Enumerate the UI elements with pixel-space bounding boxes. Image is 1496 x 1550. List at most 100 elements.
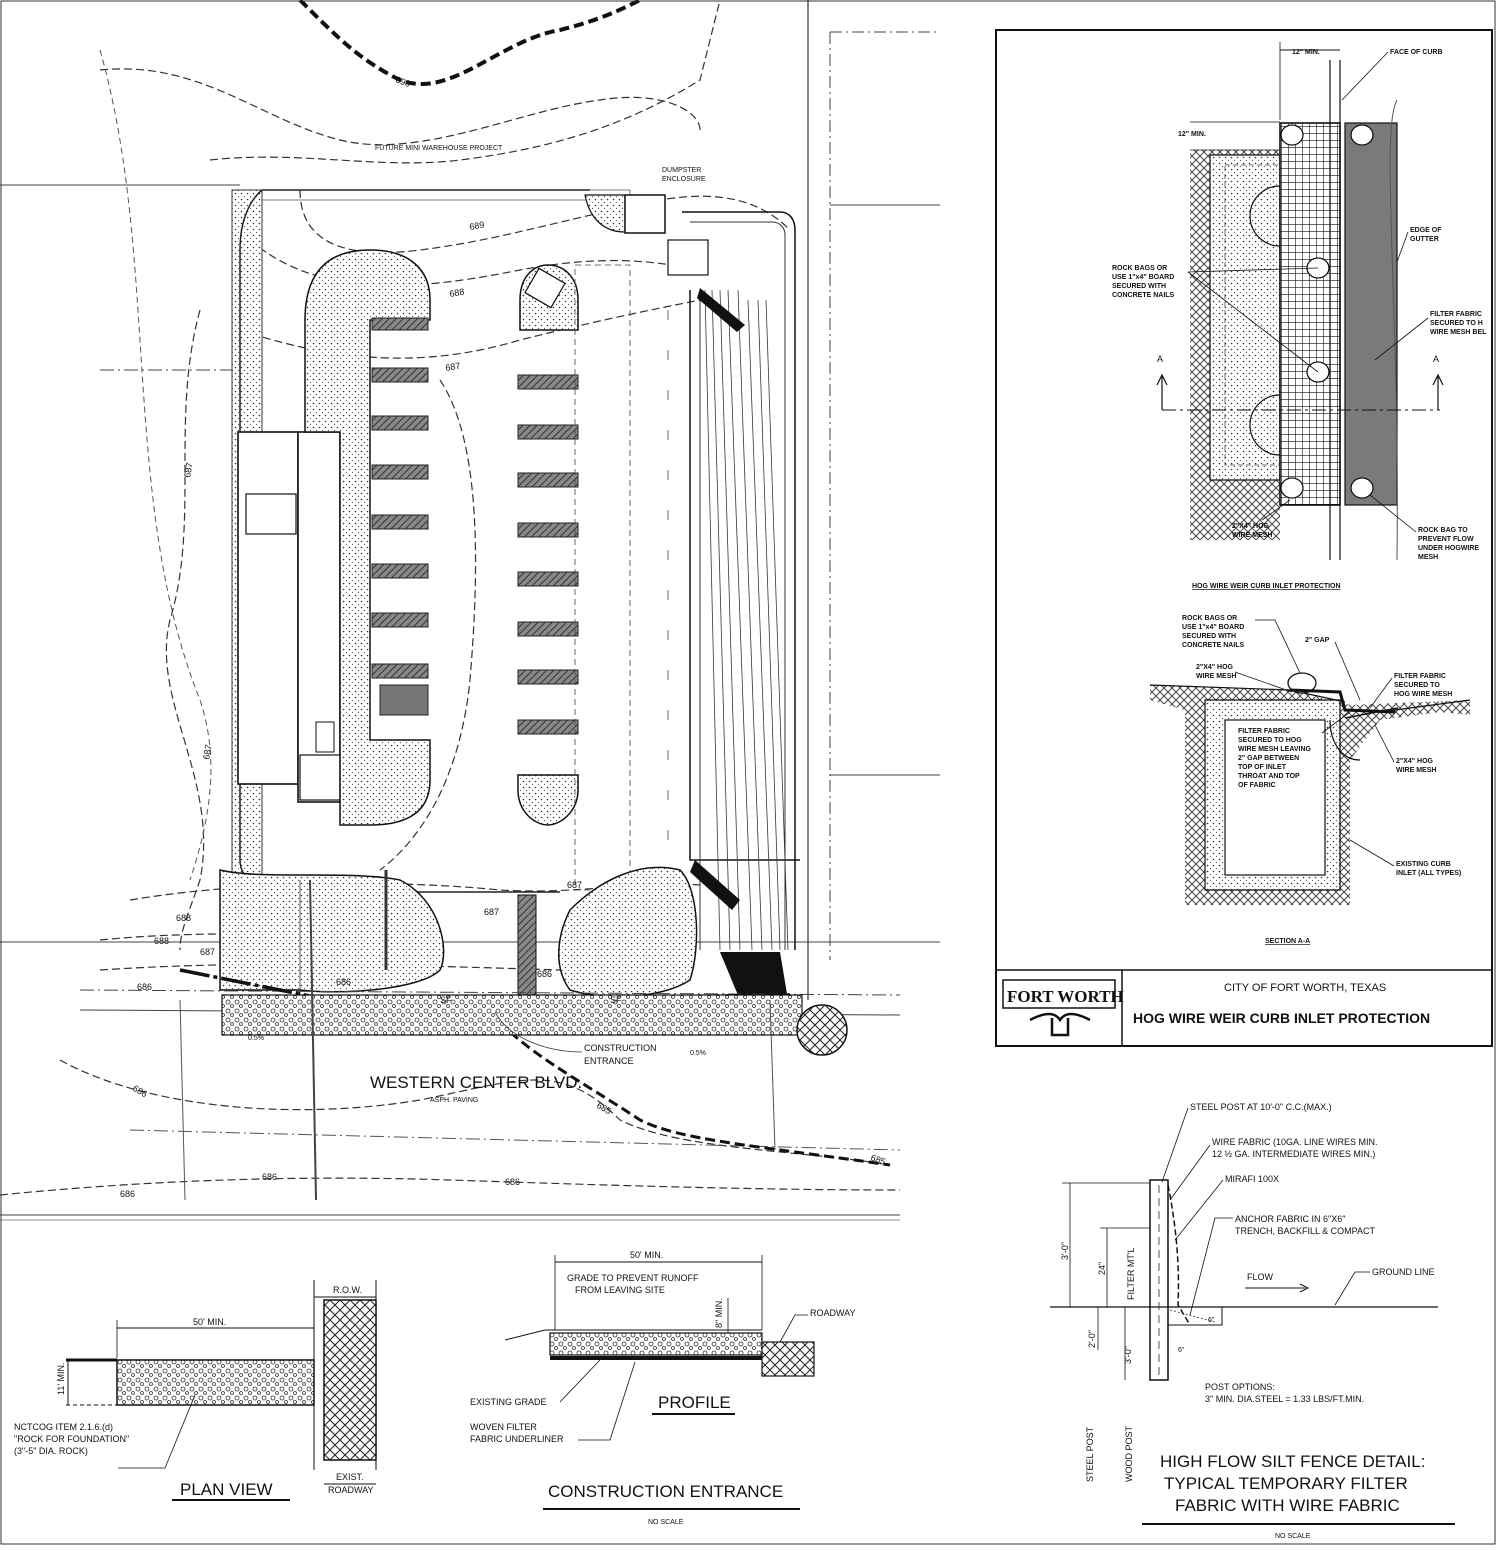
- no-scale-label: NO SCALE: [648, 1519, 684, 1526]
- construction-entrance-label: ENTRANCE: [584, 1056, 634, 1066]
- profile-roadway-label: ROADWAY: [810, 1308, 856, 1318]
- silt-fence-title: HIGH FLOW SILT FENCE DETAIL:: [1160, 1452, 1425, 1471]
- ground-line-label: GROUND LINE: [1372, 1267, 1435, 1277]
- edge-gutter-label: EDGE OF: [1410, 227, 1442, 234]
- contour-label: 687: [201, 744, 213, 761]
- contour-label: 686: [505, 1177, 520, 1187]
- existing-inlet-label: EXISTING CURB: [1396, 861, 1451, 868]
- svg-text:SECURED TO: SECURED TO: [1394, 682, 1440, 689]
- post-options: 3" MIN. DIA.STEEL = 1.33 LBS/FT.MIN.: [1205, 1394, 1364, 1404]
- profile-title: PROFILE: [658, 1393, 731, 1412]
- rock-bag-prevent-note: ROCK BAG TO PREVENT FLOW UNDER HOGWIRE M…: [1418, 527, 1479, 561]
- contour-label: 686: [537, 969, 552, 979]
- dumpster-label: ENCLOSURE: [662, 176, 706, 183]
- svg-text:FILTER FABRIC: FILTER FABRIC: [1430, 311, 1482, 318]
- dim-2ft: 2'-0": [1087, 1330, 1097, 1348]
- contour-label: 687: [182, 462, 194, 479]
- silt-no-scale: NO SCALE: [1275, 1533, 1311, 1540]
- dim-6in-b: 6": [1178, 1347, 1185, 1354]
- svg-text:CONCRETE NAILS: CONCRETE NAILS: [1182, 642, 1245, 649]
- profile-length: 50' MIN.: [630, 1250, 663, 1260]
- contour-label: 688: [154, 936, 169, 946]
- steel-post-label: STEEL POST: [1085, 1426, 1095, 1482]
- svg-text:FORT WORTH: FORT WORTH: [1007, 987, 1124, 1006]
- contour-label: 689: [469, 220, 486, 232]
- contour-label: 685: [869, 1152, 887, 1167]
- section-mark: A: [1433, 354, 1439, 364]
- filter-mt-label: FILTER MT'L: [1126, 1247, 1136, 1300]
- plan-width: 11' MIN.: [56, 1362, 66, 1395]
- plan-view-title: PLAN VIEW: [180, 1480, 273, 1499]
- silt-fence-code: SF: [610, 995, 622, 1005]
- svg-text:SECURED WITH: SECURED WITH: [1182, 633, 1236, 640]
- section-filter-right-note: FILTER FABRIC SECURED TO HOG WIRE MESH: [1394, 673, 1452, 698]
- svg-text:ROCK BAGS OR: ROCK BAGS OR: [1182, 615, 1237, 622]
- wire-fabric-note: WIRE FABRIC (10GA. LINE WIRES MIN.: [1212, 1137, 1378, 1147]
- silt-fence-detail: FLOW GROUND LINE 3'-0" 24" FILTER MT'L 2…: [1050, 1102, 1455, 1540]
- depth-label: 8" MIN.: [714, 1298, 724, 1328]
- roadway-small-label: ROADWAY: [328, 1485, 374, 1495]
- gap-label: 2" GAP: [1305, 637, 1330, 644]
- existing-grade-label: EXISTING GRADE: [470, 1397, 547, 1407]
- construction-entrance-detail: R.O.W. 50' MIN. 11' MIN. NCTCOG ITEM 2.1…: [14, 1250, 856, 1526]
- steel-post-note: STEEL POST AT 10'-0" C.C.(MAX.): [1190, 1102, 1332, 1112]
- parking-stripes-left: [371, 317, 429, 716]
- section-rock-bags-note: ROCK BAGS OR USE 1"x4" BOARD SECURED WIT…: [1182, 615, 1245, 649]
- face-of-curb-label: FACE OF CURB: [1390, 49, 1443, 56]
- street-paving: ASPH. PAVING: [430, 1097, 478, 1104]
- svg-text:USE 1"x4" BOARD: USE 1"x4" BOARD: [1182, 624, 1244, 631]
- rock-bags-note: ROCK BAGS OR USE 1"x4" BOARD SECURED WIT…: [1112, 265, 1175, 299]
- contour-label: 686: [336, 977, 351, 987]
- hog-plan-title: HOG WIRE WEIR CURB INLET PROTECTION: [1192, 583, 1341, 590]
- contour-label: 687: [200, 947, 215, 957]
- plan-length: 50' MIN.: [193, 1317, 226, 1327]
- svg-text:FILTER FABRIC: FILTER FABRIC: [1238, 728, 1290, 735]
- svg-text:2" GAP BETWEEN: 2" GAP BETWEEN: [1238, 755, 1299, 762]
- contour-label: 686: [131, 1083, 149, 1099]
- svg-text:HOG WIRE MESH: HOG WIRE MESH: [1394, 691, 1452, 698]
- dim-3ft-b: 3'-0": [1123, 1346, 1133, 1364]
- svg-text:TOP OF INLET: TOP OF INLET: [1238, 764, 1287, 771]
- section-mark: A: [1157, 354, 1163, 364]
- dim-6in-a: 6": [1208, 1317, 1215, 1324]
- svg-text:WIRE MESH BEL: WIRE MESH BEL: [1430, 329, 1487, 336]
- slope-label: 0.5%: [248, 1035, 264, 1042]
- contour-label: 686: [262, 1172, 277, 1182]
- svg-text:CONCRETE NAILS: CONCRETE NAILS: [1112, 292, 1175, 299]
- dumpster-label: DUMPSTER: [662, 167, 701, 174]
- section-mesh-label: 2"X4" HOG: [1196, 664, 1234, 671]
- hog-mesh-label: WIRE MESH: [1232, 532, 1272, 539]
- svg-text:NCTCOG ITEM 2.1.6.(d): NCTCOG ITEM 2.1.6.(d): [14, 1422, 113, 1432]
- construction-entrance-label: CONSTRUCTION: [584, 1043, 657, 1053]
- contour-label: 688: [449, 287, 466, 299]
- fort-worth-logo: FORT WORTH: [1002, 979, 1124, 1037]
- section-title: SECTION A-A: [1265, 938, 1310, 945]
- dim-24in: 24": [1097, 1262, 1107, 1275]
- grade-note: GRADE TO PREVENT RUNOFF: [567, 1273, 699, 1283]
- svg-text:USE 1"x4" BOARD: USE 1"x4" BOARD: [1112, 274, 1174, 281]
- svg-text:OF FABRIC: OF FABRIC: [1238, 782, 1276, 789]
- svg-text:SECURED TO H: SECURED TO H: [1430, 320, 1483, 327]
- svg-text:ROCK BAG TO: ROCK BAG TO: [1418, 527, 1468, 534]
- svg-text:FILTER FABRIC: FILTER FABRIC: [1394, 673, 1446, 680]
- future-project-label: FUTURE MINI WAREHOUSE PROJECT: [375, 145, 503, 152]
- silt-fence-code: SF: [440, 995, 452, 1005]
- grade-note: FROM LEAVING SITE: [575, 1285, 665, 1295]
- city-label: CITY OF FORT WORTH, TEXAS: [1224, 982, 1386, 994]
- svg-text:SECURED TO HOG: SECURED TO HOG: [1238, 737, 1302, 744]
- wire-fabric-note: 12 ½ GA. INTERMEDIATE WIRES MIN.): [1212, 1149, 1375, 1159]
- row-label: R.O.W.: [333, 1285, 362, 1295]
- contour-label: 687: [484, 907, 499, 917]
- contour-label: 690: [394, 74, 412, 89]
- wood-post-label: WOOD POST: [1124, 1425, 1134, 1482]
- section-filter-inside-note: FILTER FABRIC SECURED TO HOG WIRE MESH L…: [1238, 728, 1312, 789]
- hog-wire-detail: A A 12" MIN. 12" MIN. FACE OF CURB EDGE …: [995, 29, 1493, 1047]
- contour-label: 686: [137, 982, 152, 992]
- dim-3ft: 3'-0": [1060, 1242, 1070, 1260]
- svg-text:THROAT AND TOP: THROAT AND TOP: [1238, 773, 1300, 780]
- silt-fence-title: FABRIC WITH WIRE FABRIC: [1175, 1496, 1400, 1515]
- svg-text:ROCK BAGS OR: ROCK BAGS OR: [1112, 265, 1167, 272]
- existing-inlet-label: INLET (ALL TYPES): [1396, 870, 1461, 877]
- edge-gutter-label: GUTTER: [1410, 236, 1439, 243]
